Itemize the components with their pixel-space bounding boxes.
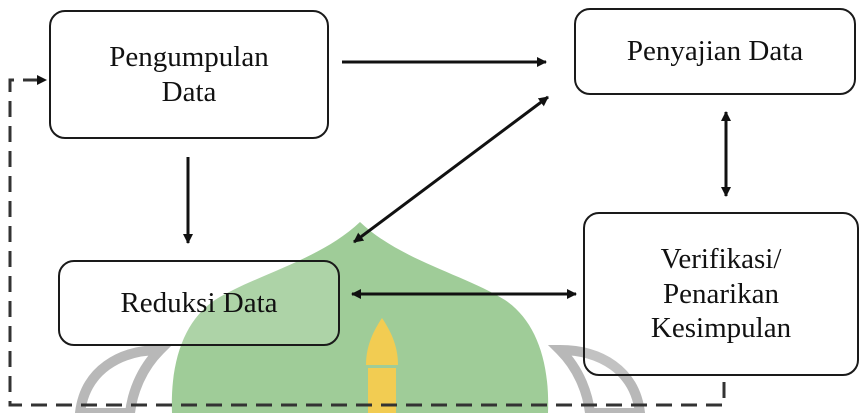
dashed-feedback-loop (8, 75, 726, 407)
node-verifikasi-line-1: Verifikasi/ (660, 242, 782, 275)
watermark-right-arch (547, 344, 646, 413)
node-penyajian-line-1: Penyajian Data (626, 35, 804, 68)
node-pengumpulan-data: Pengumpulan Data (49, 10, 329, 139)
node-verifikasi-line-3: Kesimpulan (650, 312, 792, 345)
mosque-watermark-icon (74, 222, 646, 413)
watermark-left-arch (74, 344, 173, 413)
node-penyajian-data: Penyajian Data (574, 8, 856, 95)
watermark-dome (171, 222, 549, 413)
node-reduksi-data: Reduksi Data (58, 260, 340, 346)
arrow-reduksi-penyajian (353, 95, 549, 244)
watermark-minaret-top (366, 318, 398, 365)
node-pengumpulan-line-1: Pengumpulan (109, 40, 269, 73)
node-reduksi-line-1: Reduksi Data (120, 286, 278, 319)
node-verifikasi-line-2: Penarikan (663, 277, 779, 310)
node-verifikasi: Verifikasi/ Penarikan Kesimpulan (583, 212, 859, 376)
node-pengumpulan-line-2: Data (161, 75, 217, 108)
